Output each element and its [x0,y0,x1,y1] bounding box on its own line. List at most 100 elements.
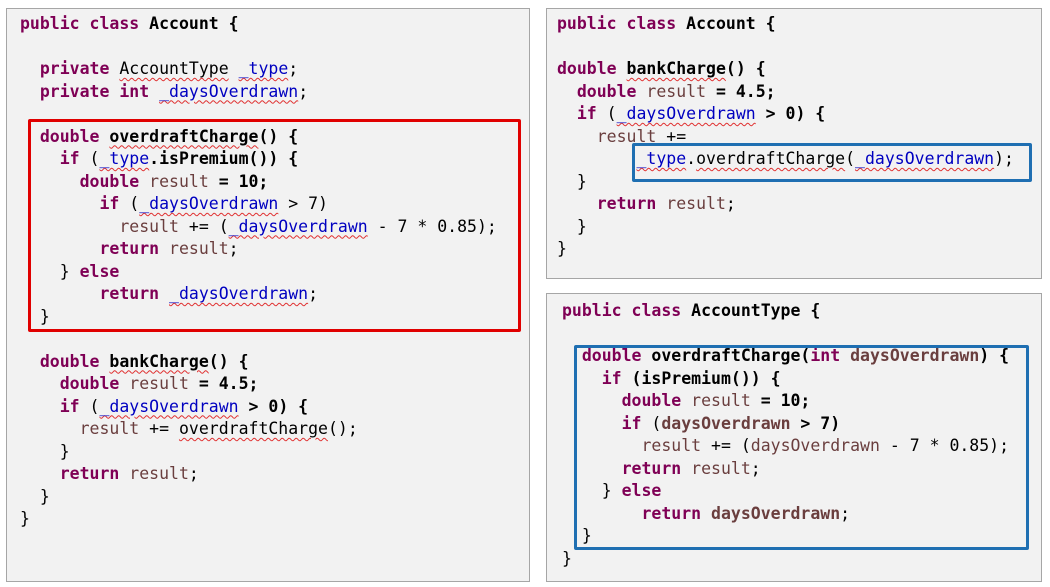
code-line: return _daysOverdrawn; [20,283,497,306]
code-token: () { [725,59,766,78]
code-token: _daysOverdrawn [855,149,995,168]
code-line: } [562,525,1009,548]
code-line: return result; [562,458,1009,481]
code-token: bankCharge [109,351,209,371]
code-line: } [557,171,1014,194]
code-token [636,82,646,101]
code-token: result [79,419,140,438]
code-token [149,82,159,101]
code-token: public [20,14,80,33]
code-token: } [557,216,587,236]
code-token: += [656,126,687,146]
code-token: ( [79,396,100,416]
code-token: += [139,419,179,438]
code-token: result [596,126,657,146]
code-token: bankCharge [626,59,726,78]
code-line: } [20,306,497,329]
code-token: } [20,306,50,326]
code-token [139,14,149,33]
code-token: overdraftCharge [696,149,846,168]
code-line: double result = 10; [562,390,1009,413]
code-token: > 7) [278,194,328,213]
code-token: return [99,239,160,258]
code-token: { [218,14,239,33]
code-token: _daysOverdrawn [169,284,309,303]
code-token: result [119,216,179,236]
code-token: ( [119,194,140,213]
code-line: double overdraftCharge(int daysOverdrawn… [562,345,1009,368]
code-line [557,36,1014,59]
code-token: return [621,458,682,478]
code-line: double overdraftCharge() { [20,126,497,149]
code-token: { [755,14,776,33]
code-token [109,59,119,78]
code-token: = 10; [750,391,811,410]
code-line: } [20,441,497,464]
code-listing-account-before: public class Account { private AccountTy… [20,13,497,531]
code-line: return result; [20,238,497,261]
highlight-box-moved-method [574,345,1029,550]
code-line: private int _daysOverdrawn; [20,81,497,104]
code-token [681,301,691,320]
code-line: } [20,508,497,531]
code-token: } [557,171,587,191]
code-token: += ( [178,216,229,236]
code-line [562,323,1009,346]
code-line: if (daysOverdrawn > 7) [562,413,1009,436]
code-token: if [59,396,80,416]
code-token: Account [149,14,219,33]
code-token: > 0) { [755,104,826,123]
code-token: ( [79,149,100,168]
code-line: public class Account { [557,13,1014,36]
code-token [557,194,597,213]
code-panel-account-before: public class Account { private AccountTy… [6,8,530,582]
code-line: public class Account { [20,13,497,36]
code-line: } [562,548,1009,571]
code-token: ( [845,149,856,168]
code-token [20,397,60,416]
code-line: if (_type.isPremium()) { [20,148,497,171]
code-token [119,374,129,393]
code-token: class [626,14,677,33]
code-token [676,14,686,33]
code-token: daysOverdrawn [711,503,841,523]
code-token: .isPremium()) { [149,149,299,168]
code-token: ; [298,81,309,101]
code-token: _daysOverdrawn [139,194,279,213]
code-token [99,352,109,371]
code-token: } [20,261,80,281]
code-token: Account [686,14,756,33]
code-line: double result = 4.5; [557,81,1014,104]
code-token: result [129,464,189,483]
code-line: } [557,216,1014,239]
code-token: result [169,239,229,258]
code-token: private [39,59,110,78]
code-token: += ( [701,436,751,455]
code-token: ; [288,59,299,78]
code-token: _daysOverdrawn [99,396,239,416]
code-token: double [557,59,617,78]
code-token: - 7 * 0.85); [879,436,1010,455]
code-token: > 7) [790,413,841,433]
code-listing-account-after: public class Account {double bankCharge(… [557,13,1014,261]
code-token: class [89,14,140,33]
code-token: ; [308,284,319,303]
code-line: return daysOverdrawn; [562,503,1009,526]
code-line: public class AccountType { [562,300,1009,323]
code-token: double [39,126,100,146]
code-token: AccountType [691,301,801,320]
code-token: if [601,368,622,388]
code-token: if [59,149,80,168]
code-token: } [20,509,30,528]
code-token: _type [238,59,289,78]
code-line: if (_daysOverdrawn > 7) [20,193,497,216]
code-token: } [20,441,70,461]
code-line [20,36,497,59]
code-token: ); [994,149,1014,168]
code-line: private AccountType _type; [20,58,497,81]
code-token: double [581,346,642,365]
code-panel-accounttype: public class AccountType { double overdr… [546,293,1042,582]
highlight-box-delegated-call [632,143,1032,182]
code-token: overdraftCharge( [651,346,811,365]
code-token: result [129,374,189,393]
